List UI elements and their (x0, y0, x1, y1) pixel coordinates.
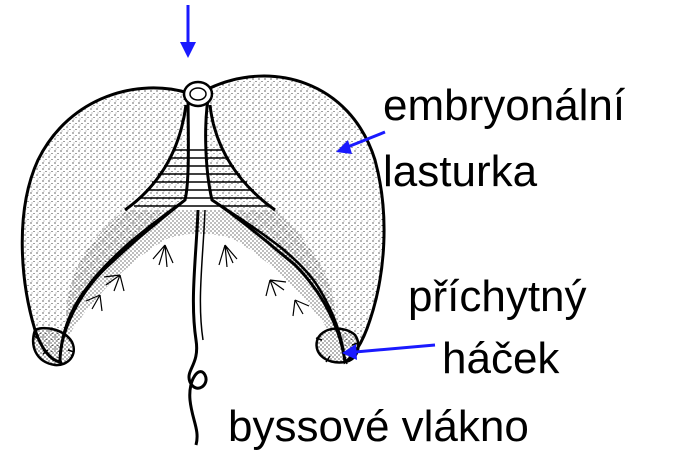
hinge (184, 82, 212, 106)
label-byssal-thread: byssové vlákno (228, 405, 529, 449)
label-embryonic-shell-line1: embryonální (383, 84, 625, 128)
arrow-top (180, 5, 196, 58)
label-attachment-hook-line2: háček (442, 337, 559, 381)
arrow-hook (342, 344, 435, 360)
label-attachment-hook-line1: příchytný (408, 275, 587, 319)
label-embryonic-shell-line2: lasturka (383, 150, 537, 194)
right-hook (316, 329, 358, 364)
